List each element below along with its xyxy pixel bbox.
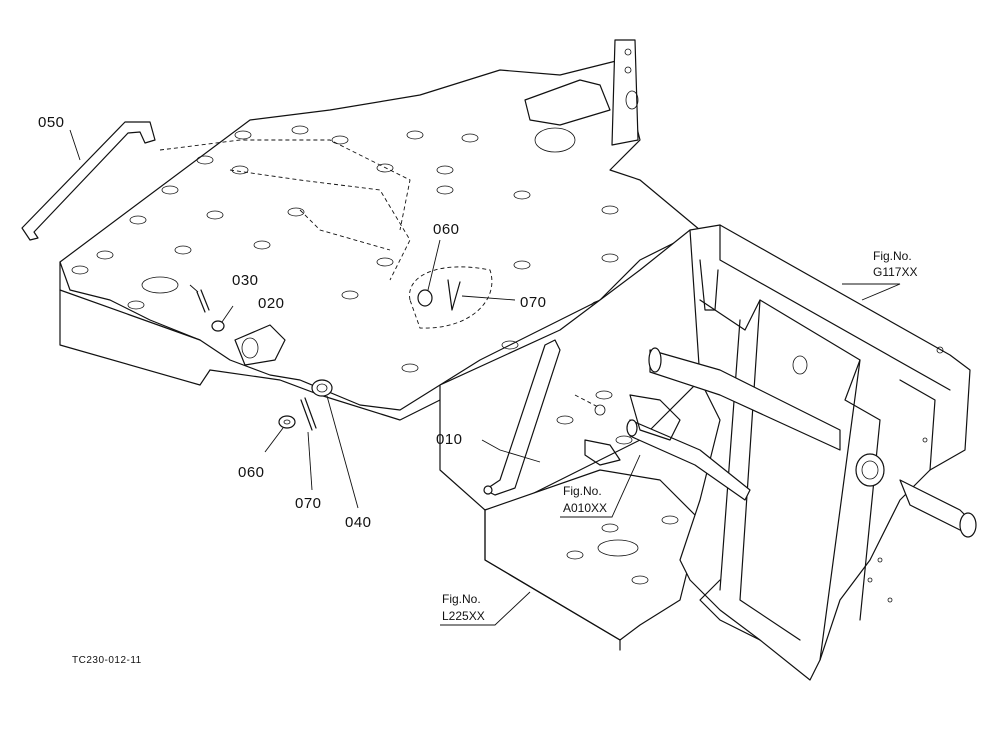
- pedal-shaft: [574, 347, 841, 501]
- diagram-code: TC230-012-11: [72, 655, 142, 666]
- figure-refs: Fig.No. G117XX Fig.No. A010XX Fig.No. L2…: [442, 249, 917, 623]
- ref-a010-line2: A010XX: [563, 501, 607, 515]
- label-060-lower: 060: [238, 464, 265, 481]
- part-050-rod: [21, 121, 156, 241]
- label-070-lower: 070: [295, 495, 322, 512]
- label-050: 050: [38, 114, 65, 131]
- leader-lines: [69, 129, 901, 626]
- label-030: 030: [232, 272, 259, 289]
- part-020-yoke: [211, 320, 286, 366]
- label-020: 020: [258, 295, 285, 312]
- ref-l225-line1: Fig.No.: [442, 592, 481, 606]
- part-030-pin: [196, 289, 210, 313]
- label-010: 010: [436, 431, 463, 448]
- right-frame: [679, 224, 977, 681]
- ref-a010-line1: Fig.No.: [563, 484, 602, 498]
- ref-l225-line2: L225XX: [442, 609, 485, 623]
- label-060-upper: 060: [433, 221, 460, 238]
- label-040: 040: [345, 514, 372, 531]
- ref-g117-line1: Fig.No.: [873, 249, 912, 263]
- upper-washer-pin: [409, 266, 493, 329]
- part-040-roller: [311, 379, 333, 397]
- lower-base: [484, 469, 701, 651]
- part-010-rod: [483, 339, 561, 496]
- lower-washer-pin: [278, 397, 317, 431]
- label-070-upper: 070: [520, 294, 547, 311]
- part-labels: 050 030 020 060 070 010 060 070 040: [38, 114, 547, 531]
- upper-bracket: [524, 39, 639, 146]
- ref-g117-line2: G117XX: [873, 265, 917, 279]
